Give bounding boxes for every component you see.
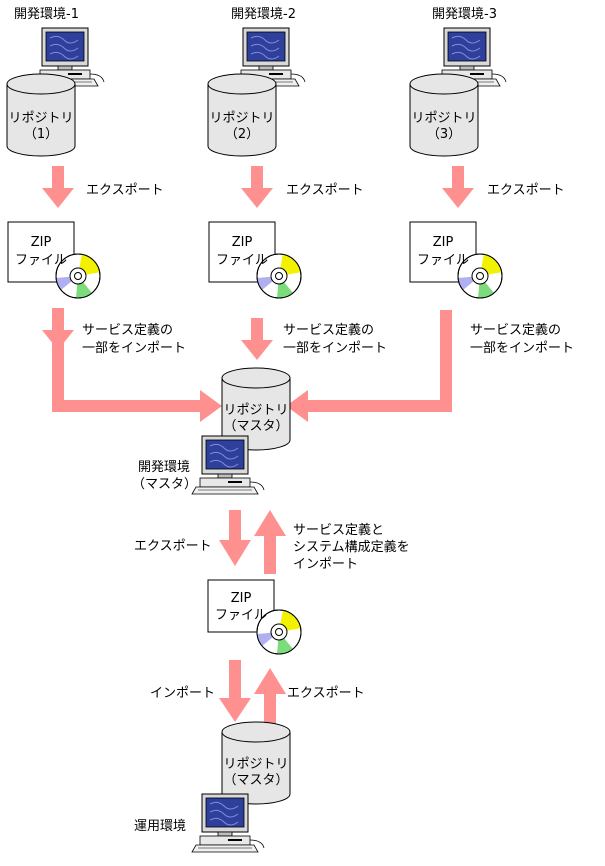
prod-export-label: エクスポート bbox=[287, 686, 365, 701]
zip-mid-label-line1: ZIP bbox=[230, 591, 252, 606]
dev-env-2 bbox=[207, 27, 306, 360]
zip-3-label-line2: ファイル bbox=[416, 253, 469, 268]
master-exchange-arrows bbox=[219, 510, 286, 574]
master-export-label: エクスポート bbox=[134, 539, 212, 554]
partial-import-3-line2: 一部をインポート bbox=[470, 341, 575, 356]
full-import-line3: インポート bbox=[293, 557, 359, 572]
full-import-line1: サービス定義と bbox=[293, 523, 385, 538]
merge-arrows bbox=[52, 308, 452, 422]
prod-repo-label-line1: リポジトリ bbox=[223, 757, 289, 772]
repo-3-label-line2: （3） bbox=[426, 127, 462, 142]
prod-exchange-arrows bbox=[219, 660, 286, 724]
partial-import-1-line2: 一部をインポート bbox=[82, 341, 187, 356]
export-arrow-icon bbox=[241, 166, 273, 208]
zip-1-label-line2: ファイル bbox=[14, 253, 67, 268]
export-label-2: エクスポート bbox=[286, 183, 364, 198]
dev-env-2-title: 開発環境-2 bbox=[231, 7, 296, 22]
repo-2-label-line2: （2） bbox=[224, 127, 260, 142]
zip-2-label-line2: ファイル bbox=[215, 253, 268, 268]
partial-import-2-line1: サービス定義の bbox=[283, 323, 375, 338]
prod-repo-label-line2: （マスタ） bbox=[223, 773, 289, 788]
dev-env-1 bbox=[6, 27, 105, 350]
dev-env-3 bbox=[409, 27, 507, 299]
repo-1-label-line2: （1） bbox=[23, 127, 59, 142]
master-env-title-line2: （マスタ） bbox=[132, 477, 198, 492]
partial-import-3-line1: サービス定義の bbox=[470, 323, 562, 338]
export-arrow-icon bbox=[42, 166, 74, 208]
prod-env-title: 運用環境 bbox=[134, 819, 187, 834]
master-env-title-line1: 開発環境 bbox=[138, 460, 191, 475]
dev-env-1-title: 開発環境-1 bbox=[14, 7, 79, 22]
dev-env-3-title: 開発環境-3 bbox=[432, 7, 497, 22]
master-repo-label-line1: リポジトリ bbox=[223, 403, 289, 418]
partial-import-1-line1: サービス定義の bbox=[82, 323, 174, 338]
zip-3-label-line1: ZIP bbox=[432, 235, 454, 250]
zip-1-label-line1: ZIP bbox=[30, 235, 52, 250]
import-arrow-icon bbox=[241, 318, 273, 360]
export-label-3: エクスポート bbox=[487, 183, 565, 198]
prod-import-label: インポート bbox=[150, 686, 216, 701]
zip-mid-label-line2: ファイル bbox=[214, 608, 267, 623]
export-arrow-icon bbox=[442, 166, 474, 208]
repo-3-label-line1: リポジトリ bbox=[411, 111, 477, 126]
export-label-1: エクスポート bbox=[86, 183, 164, 198]
master-repo-label-line2: （マスタ） bbox=[223, 419, 289, 434]
repo-1-label-line1: リポジトリ bbox=[8, 111, 74, 126]
zip-2-label-line1: ZIP bbox=[231, 235, 253, 250]
full-import-line2: システム構成定義を bbox=[293, 540, 410, 555]
repo-2-label-line1: リポジトリ bbox=[209, 111, 275, 126]
partial-import-2-line2: 一部をインポート bbox=[283, 341, 388, 356]
